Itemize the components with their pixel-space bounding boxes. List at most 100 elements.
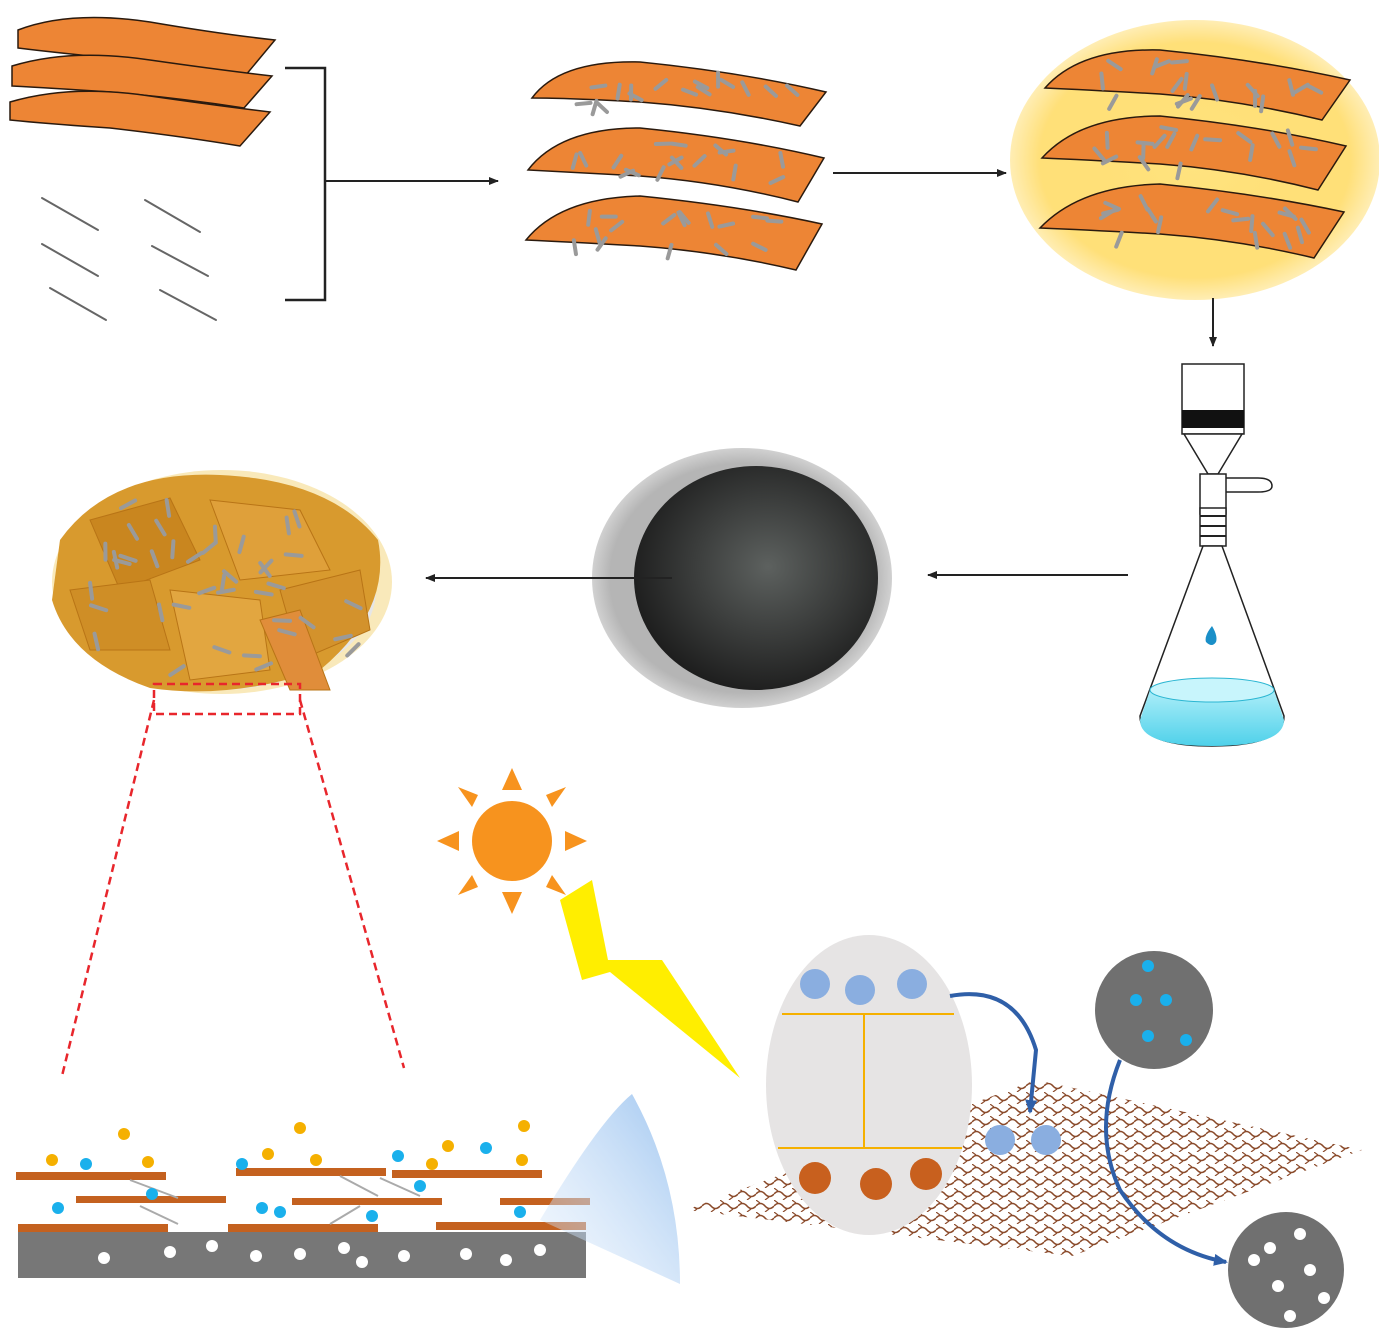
nanorod <box>283 552 304 558</box>
nanorod <box>1295 225 1304 245</box>
nanorod <box>1153 59 1172 69</box>
pollutant-dot <box>262 1148 274 1160</box>
nanorod <box>627 91 644 103</box>
nanorod <box>593 227 602 245</box>
substrate-pore <box>250 1250 262 1262</box>
nanorod <box>212 524 218 545</box>
nanorod <box>126 523 140 541</box>
pollutant-dot <box>366 1210 378 1222</box>
nanorod <box>717 221 736 229</box>
pollutant-dot <box>392 1150 404 1162</box>
nanorod <box>665 242 674 261</box>
nanorod <box>344 599 363 611</box>
nanorods-icon <box>41 197 217 321</box>
nanorod <box>713 242 729 257</box>
pollutant-dot <box>442 1140 454 1152</box>
substrate-pore <box>500 1254 512 1266</box>
nanorod <box>740 80 751 97</box>
pollutant-dot <box>256 1202 268 1214</box>
nanorod <box>1175 161 1183 181</box>
substrate-pore <box>460 1248 472 1260</box>
nanorod <box>298 615 316 630</box>
nanorod <box>1205 197 1220 214</box>
nanorod <box>570 152 579 170</box>
rod-decorated-sheets-icon <box>524 61 828 271</box>
nanorod <box>222 569 239 584</box>
nanorod <box>1299 217 1311 235</box>
substrate-pore <box>398 1250 410 1262</box>
nanorod <box>1270 131 1282 149</box>
nanorod <box>768 175 786 186</box>
substrate-pore <box>294 1248 306 1260</box>
nanorod <box>1231 216 1251 223</box>
nanorod <box>1203 137 1223 143</box>
nanorod <box>277 628 297 637</box>
substrate-pore <box>534 1244 546 1256</box>
nanorod <box>333 633 353 642</box>
lightning-icon <box>560 880 740 1078</box>
pollutant-dot <box>518 1120 530 1132</box>
nanorod <box>609 219 625 233</box>
nanorod <box>1103 200 1121 211</box>
pollutant-particle-icon <box>1095 951 1213 1069</box>
nanorod <box>92 631 101 652</box>
nanorod <box>1100 154 1119 166</box>
substrate-pore <box>206 1240 218 1252</box>
nanorod <box>258 558 274 575</box>
nanorod <box>149 549 160 569</box>
nanorod <box>1101 207 1120 216</box>
nanorod <box>1092 146 1107 163</box>
nanorod <box>1189 133 1200 152</box>
nanorod <box>676 210 687 228</box>
nanorod <box>586 208 592 227</box>
nanorod <box>692 154 707 168</box>
nanorod <box>1261 221 1275 238</box>
nanorod <box>197 585 217 596</box>
nanorod <box>1259 94 1266 114</box>
pollutant-dot <box>118 1128 130 1140</box>
nanorod <box>763 84 778 98</box>
nanorod <box>118 553 138 563</box>
pollutant-dot <box>294 1122 306 1134</box>
degradation-arrow <box>1104 1059 1228 1266</box>
nanorod <box>253 589 274 597</box>
nanorod <box>292 509 302 529</box>
nanorod <box>661 213 677 226</box>
nanorod <box>719 77 736 89</box>
nanorod <box>618 168 636 179</box>
nanorod <box>1107 93 1119 111</box>
nanorod <box>168 664 186 677</box>
substrate-pore <box>356 1256 368 1268</box>
nanorod <box>254 661 274 672</box>
vacuum-filtration-flask-icon <box>1139 363 1285 747</box>
pollutant-dot <box>236 1158 248 1170</box>
nanorod <box>717 148 736 155</box>
nanorod <box>154 518 167 537</box>
nanorod <box>237 534 246 555</box>
nanorod <box>1106 58 1123 72</box>
pollutant-dot <box>146 1188 158 1200</box>
nanorod <box>1159 125 1179 132</box>
nanorod <box>1287 149 1297 168</box>
nanorod <box>669 141 688 148</box>
nanorod <box>1236 131 1253 144</box>
nanorod <box>1210 83 1220 102</box>
nanorod <box>272 618 293 623</box>
nanorod <box>784 83 800 97</box>
nanorod <box>1156 215 1164 235</box>
substrate-pore <box>338 1242 350 1254</box>
nanorod <box>669 155 684 170</box>
substrate-pore <box>164 1246 176 1258</box>
pollutant-dot <box>52 1202 64 1214</box>
combine-bracket <box>285 66 499 302</box>
nanorod <box>1220 208 1240 217</box>
nanorod <box>655 165 666 182</box>
nanorod <box>201 540 218 555</box>
nanorod <box>1114 230 1124 249</box>
nanorod <box>594 100 609 114</box>
nanorod <box>1152 133 1167 149</box>
nanorod <box>731 163 738 182</box>
nanorod <box>1287 78 1295 97</box>
nanorod <box>1099 71 1105 91</box>
nanorod <box>611 153 624 170</box>
